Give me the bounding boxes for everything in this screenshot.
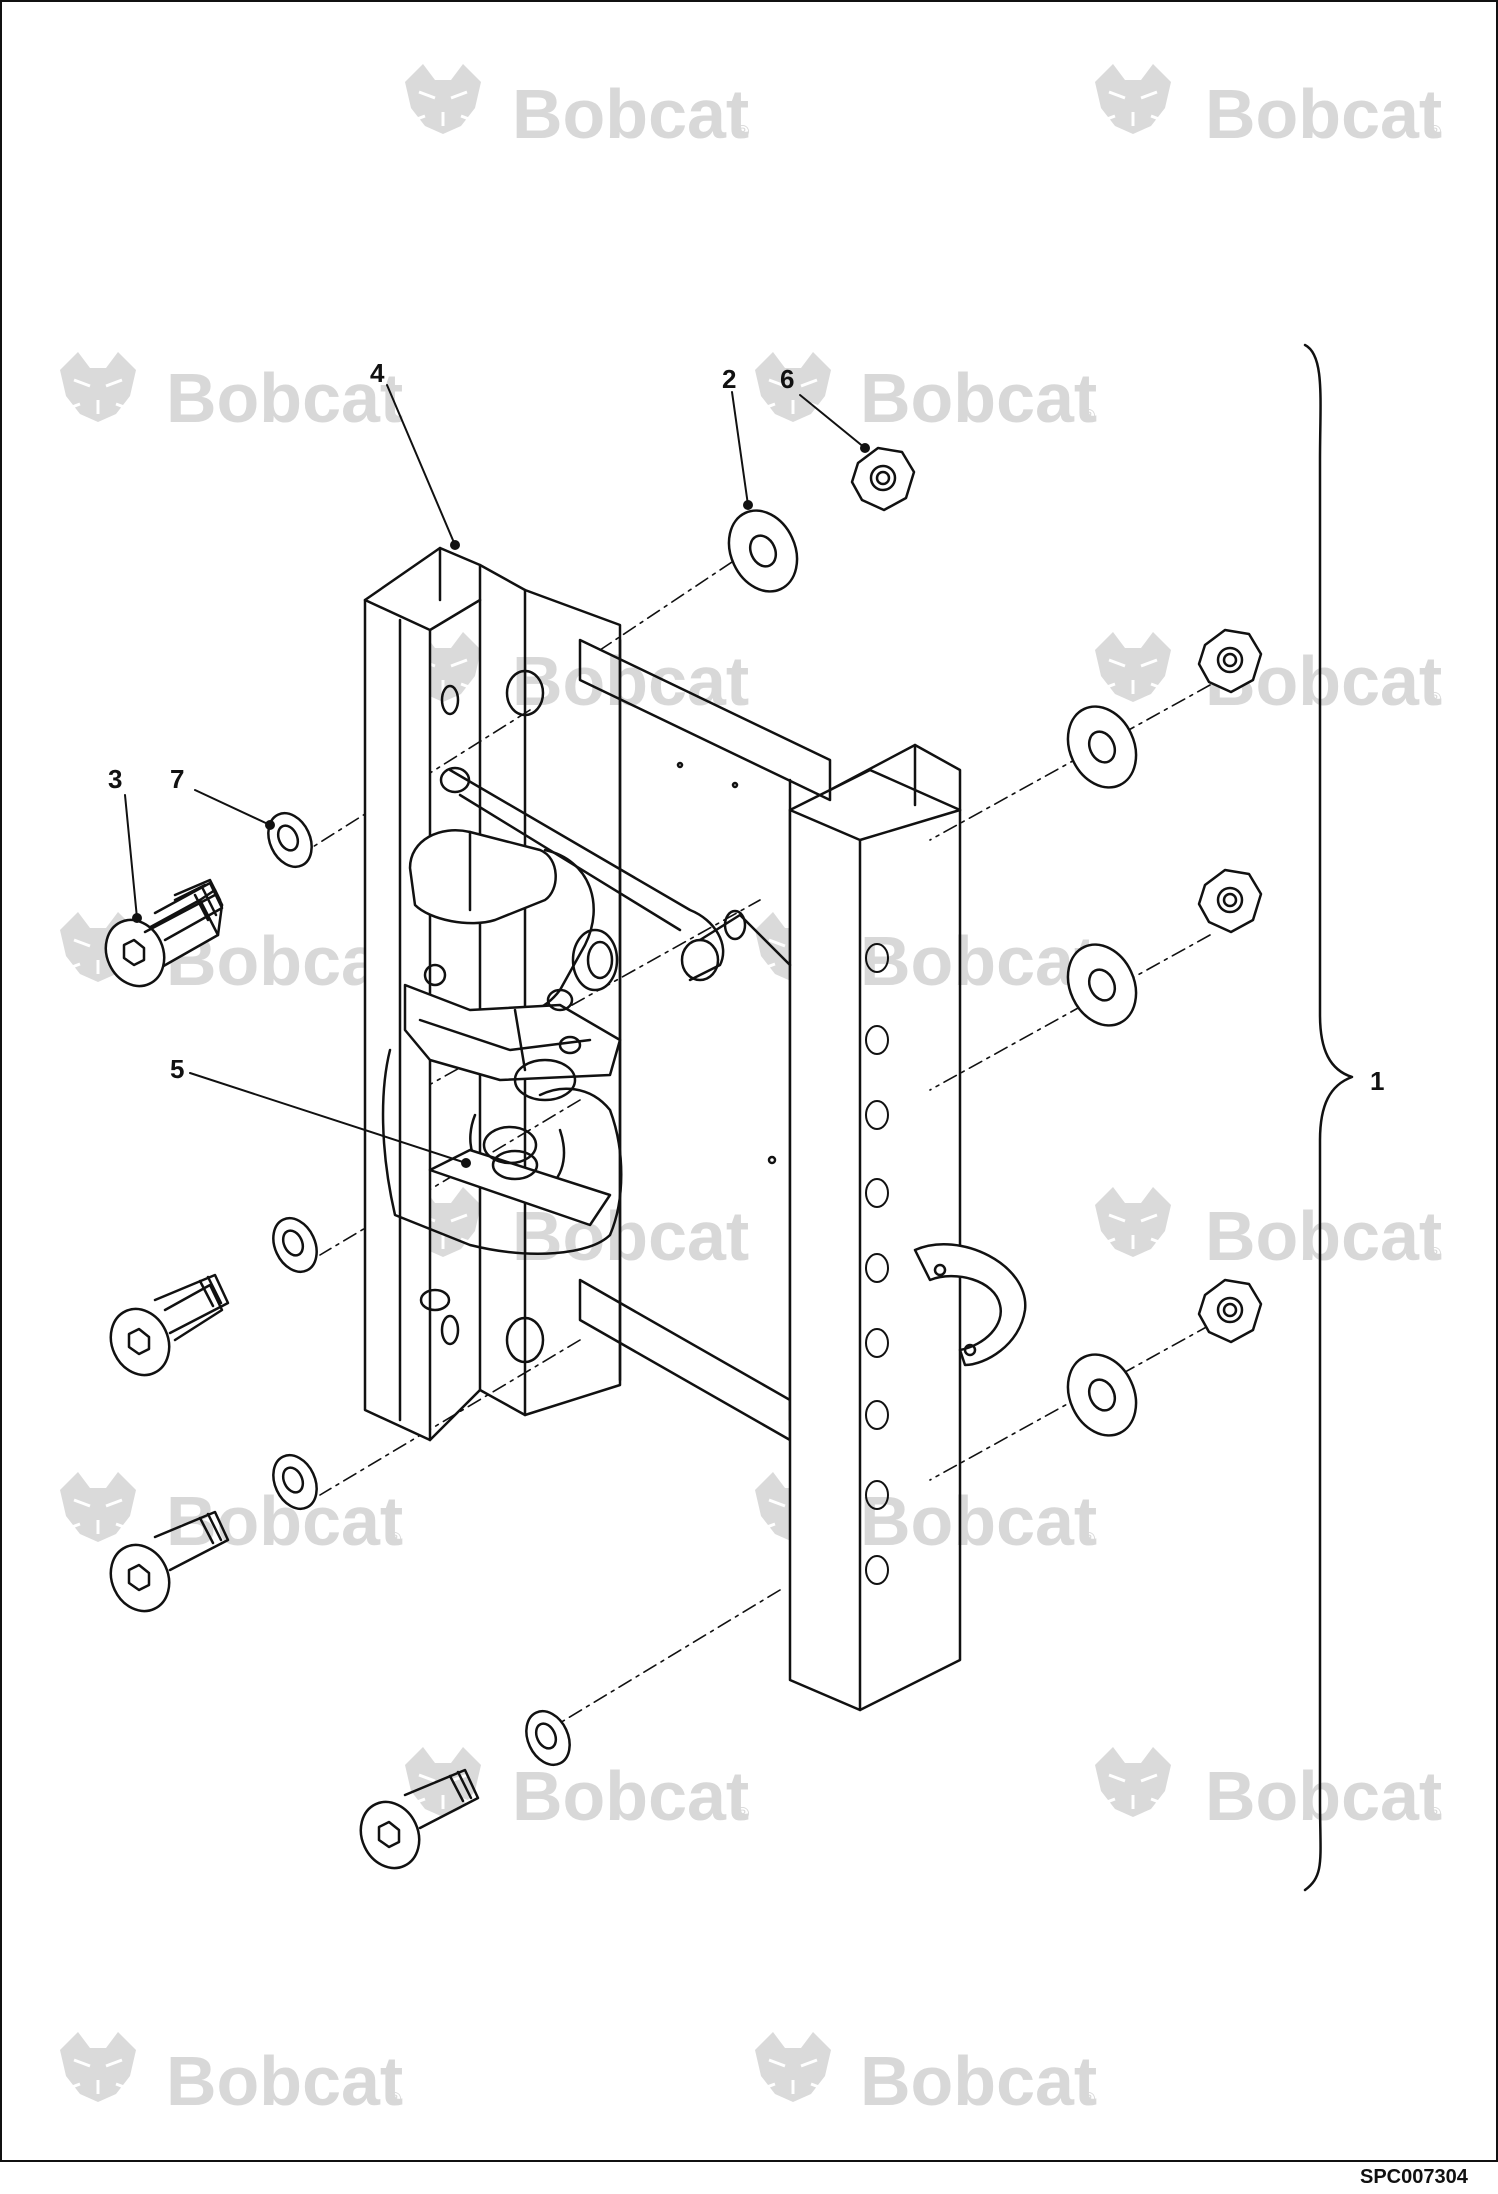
cap-screw-part bbox=[109, 1510, 230, 1613]
callout-7: 7 bbox=[170, 764, 184, 794]
watermark-mark: ® bbox=[1428, 689, 1441, 709]
watermark-text: Bobcat bbox=[860, 2042, 1097, 2120]
leader-dots bbox=[132, 443, 870, 1168]
watermark-mark: ® bbox=[388, 2089, 401, 2109]
bobcat-logo-icon bbox=[58, 1470, 138, 1544]
nut-part bbox=[1197, 628, 1263, 694]
leader-lines bbox=[124, 384, 866, 1164]
watermark: Bobcat ® bbox=[1093, 630, 1442, 720]
callout-3: 3 bbox=[108, 764, 122, 794]
bobcat-logo-icon bbox=[753, 2030, 833, 2104]
bobcat-logo-icon bbox=[58, 350, 138, 424]
lock-washer-part bbox=[272, 1217, 318, 1273]
watermark-text: Bobcat bbox=[512, 642, 749, 720]
callout-2: 2 bbox=[722, 364, 736, 394]
watermark-text: Bobcat bbox=[860, 1482, 1097, 1560]
nut-part bbox=[1197, 1278, 1263, 1344]
assembly-drawing bbox=[104, 343, 1354, 1892]
watermark-text: Bobcat bbox=[512, 75, 749, 153]
watermark-text: Bobcat bbox=[166, 359, 403, 437]
watermark: Bobcat ® bbox=[58, 1470, 403, 1560]
watermark-mark: ® bbox=[1428, 1244, 1441, 1264]
watermark: Bobcat ® bbox=[403, 62, 749, 153]
watermark-mark: ® bbox=[1428, 1804, 1441, 1824]
watermark: Bobcat bbox=[403, 630, 749, 720]
lock-washer-part bbox=[525, 1710, 571, 1766]
bobcat-logo-icon bbox=[1093, 1745, 1173, 1819]
watermark: Bobcat bbox=[58, 350, 403, 437]
watermark-layer: Bobcat ® Bobcat ® Bobcat Bobcat ® Bobcat… bbox=[58, 62, 1442, 2120]
watermark-text: Bobcat bbox=[1205, 1757, 1442, 1835]
cap-screw-part bbox=[359, 1768, 480, 1870]
watermark-mark: ® bbox=[1082, 406, 1095, 426]
slide-bracket-part bbox=[363, 546, 1027, 1712]
washer-part bbox=[1066, 943, 1138, 1027]
callout-1: 1 bbox=[1370, 1066, 1384, 1096]
figure-code: SPC007304 bbox=[1360, 2166, 1469, 2188]
rail-holes bbox=[865, 943, 889, 1585]
bobcat-logo-icon bbox=[403, 62, 483, 136]
watermark-mark: ® bbox=[1082, 1529, 1095, 1549]
bobcat-logo-icon bbox=[58, 2030, 138, 2104]
cap-screw-part bbox=[109, 1273, 230, 1377]
lock-washer-part bbox=[272, 1454, 318, 1510]
watermark-text: Bobcat bbox=[166, 2042, 403, 2120]
washer-part bbox=[727, 509, 799, 593]
nut-part bbox=[1197, 868, 1263, 934]
watermark: Bobcat ® bbox=[403, 1745, 749, 1835]
watermark: Bobcat ® bbox=[753, 1470, 1097, 1560]
watermark-mark: ® bbox=[736, 122, 749, 142]
watermark: Bobcat ® bbox=[1093, 1185, 1442, 1275]
watermark-mark: ® bbox=[1082, 2089, 1095, 2109]
callout-labels: 4 2 6 3 7 5 1 bbox=[108, 358, 1384, 1096]
callout-4: 4 bbox=[370, 358, 385, 388]
watermark-text: Bobcat bbox=[1205, 75, 1442, 153]
callout-5: 5 bbox=[170, 1054, 184, 1084]
bobcat-logo-icon bbox=[1093, 630, 1173, 704]
watermark: Bobcat bbox=[753, 910, 1097, 1000]
watermark: Bobcat ® bbox=[753, 2030, 1097, 2120]
hitch-mechanism-part bbox=[381, 766, 792, 1312]
bobcat-logo-icon bbox=[1093, 1185, 1173, 1259]
watermark-text: Bobcat bbox=[860, 922, 1097, 1000]
nut-part bbox=[850, 446, 916, 512]
bobcat-logo-icon bbox=[1093, 62, 1173, 136]
watermark: Bobcat ® bbox=[58, 2030, 403, 2120]
watermark-mark: ® bbox=[1428, 122, 1441, 142]
lock-washer-part bbox=[267, 812, 313, 868]
watermark: Bobcat ® bbox=[753, 350, 1097, 437]
watermark: Bobcat ® bbox=[1093, 1745, 1442, 1835]
watermark-mark: ® bbox=[736, 1804, 749, 1824]
washer-part bbox=[1066, 1353, 1138, 1437]
cap-screw-part bbox=[104, 878, 224, 988]
watermark-mark: ® bbox=[388, 1529, 401, 1549]
watermark-text: Bobcat bbox=[860, 359, 1097, 437]
watermark-text: Bobcat bbox=[512, 1757, 749, 1835]
assembly-brace bbox=[1303, 343, 1354, 1892]
callout-6: 6 bbox=[780, 364, 794, 394]
watermark: Bobcat ® bbox=[1093, 62, 1442, 153]
watermark-text: Bobcat bbox=[1205, 1197, 1442, 1275]
washer-part bbox=[1066, 705, 1138, 789]
